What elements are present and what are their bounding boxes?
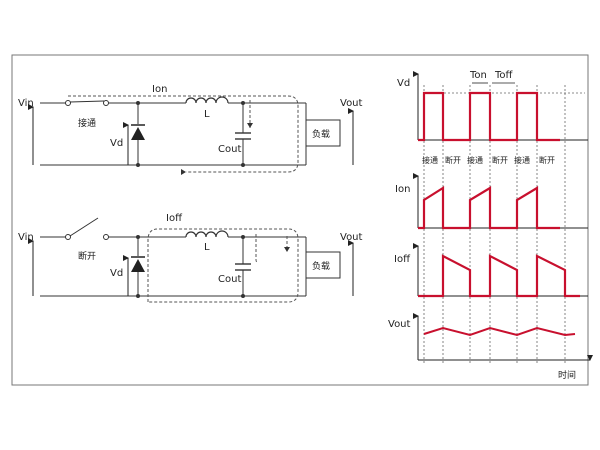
vout-label: Vout — [340, 98, 363, 109]
phase-label: 接通 — [467, 155, 483, 165]
current-label: Ion — [152, 84, 167, 95]
vin-label: Vin — [18, 232, 34, 243]
switch-label: 断开 — [78, 250, 96, 262]
phase-label: 断开 — [539, 155, 555, 165]
inductor-label: L — [204, 242, 210, 253]
capacitor-label: Cout — [218, 274, 241, 285]
ioff-waveform — [418, 254, 580, 298]
circuit-on — [40, 102, 307, 166]
inductor-icon — [185, 230, 229, 238]
vout-label: Vout — [340, 232, 363, 243]
switch-closed — [69, 100, 105, 103]
ion-current-path — [68, 95, 299, 173]
diagram-border — [11, 54, 589, 386]
vout-waveform — [423, 326, 576, 337]
vd-label: Vd — [110, 138, 123, 149]
vd-label: Vd — [110, 268, 123, 279]
capacitor-icon — [235, 132, 251, 140]
ioff-axis-label: Ioff — [394, 254, 411, 265]
load-label: 负载 — [312, 260, 330, 272]
waveform-panel: Ton Toff — [413, 70, 593, 365]
vin-label: Vin — [18, 98, 34, 109]
time-axis-label: 时间 — [558, 369, 576, 381]
load-box — [305, 119, 341, 147]
phase-label: 接通 — [514, 155, 530, 165]
toff-label: Toff — [494, 70, 514, 81]
ion-waveform — [418, 186, 560, 230]
load-label: 负载 — [312, 128, 330, 140]
phase-label: 接通 — [422, 155, 438, 165]
phase-label: 断开 — [445, 155, 461, 165]
diode-icon — [131, 256, 145, 272]
vd-waveform — [418, 91, 560, 142]
switch-open — [69, 217, 99, 237]
switch-label: 接通 — [78, 117, 96, 129]
vout-axis-label: Vout — [388, 319, 411, 330]
current-label: Ioff — [166, 213, 183, 224]
diode-icon — [131, 124, 145, 140]
circuit-off — [40, 236, 307, 297]
load-box — [305, 251, 341, 279]
capacitor-icon — [235, 263, 251, 271]
capacitor-label: Cout — [218, 144, 241, 155]
vd-axis-label: Vd — [397, 78, 410, 89]
ton-label: Ton — [469, 70, 487, 81]
phase-label: 断开 — [492, 155, 508, 165]
inductor-label: L — [204, 109, 210, 120]
inductor-icon — [185, 96, 229, 104]
ion-axis-label: Ion — [395, 184, 410, 195]
ioff-current-path — [147, 228, 299, 303]
